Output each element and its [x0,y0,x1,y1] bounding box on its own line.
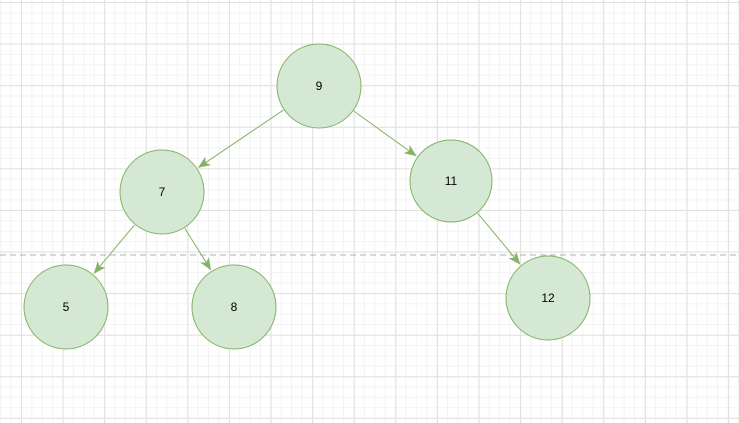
tree-node-label-11: 11 [445,174,458,188]
tree-node-8[interactable]: 8 [191,264,277,350]
tree-node-circle-8[interactable] [191,264,277,350]
tree-node-11[interactable]: 11 [409,139,493,223]
tree-edge-11-12[interactable] [477,212,520,264]
tree-node-9[interactable]: 9 [276,43,362,129]
tree-edge-9-11[interactable] [353,110,416,157]
tree-node-label-7: 7 [159,185,166,199]
tree-node-5[interactable]: 5 [23,264,109,350]
tree-node-12[interactable]: 12 [505,255,591,341]
tree-node-label-12: 12 [541,291,555,305]
tree-node-circle-5[interactable] [23,264,109,350]
tree-node-label-5: 5 [63,300,70,314]
tree-node-circle-7[interactable] [119,149,205,235]
tree-edge-7-8[interactable] [184,228,212,269]
tree-edge-7-5[interactable] [94,224,135,273]
tree-node-7[interactable]: 7 [119,149,205,235]
tree-node-label-8: 8 [231,300,238,314]
tree-node-circle-11[interactable] [409,139,493,223]
tree-node-circle-9[interactable] [276,43,362,129]
tree-edge-9-7[interactable] [199,109,284,168]
tree-node-label-9: 9 [316,79,323,93]
tree-node-circle-12[interactable] [505,255,591,341]
